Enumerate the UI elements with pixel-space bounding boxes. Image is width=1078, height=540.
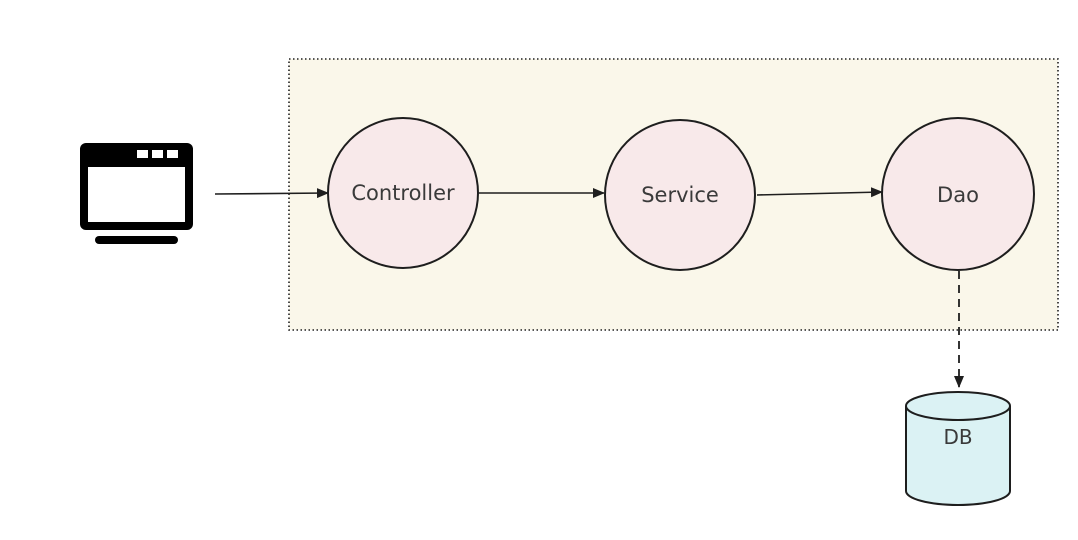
db-label: DB — [943, 425, 972, 449]
node-label: Service — [641, 183, 719, 207]
node-circle — [604, 119, 756, 271]
node-label: Controller — [351, 181, 455, 205]
edge-service-dao — [756, 187, 883, 198]
edge-client-controller — [214, 188, 329, 199]
node-circle — [327, 117, 479, 269]
node-dao: Dao — [881, 117, 1035, 271]
node-circle — [881, 117, 1035, 271]
database-cylinder-body — [905, 406, 1011, 506]
node-service: Service — [604, 119, 756, 271]
node-db: DB — [905, 391, 1011, 506]
node-label: Dao — [937, 183, 979, 207]
database-cylinder-top — [905, 391, 1011, 421]
node-controller: Controller — [327, 117, 479, 269]
browser-window-icon — [80, 143, 193, 244]
